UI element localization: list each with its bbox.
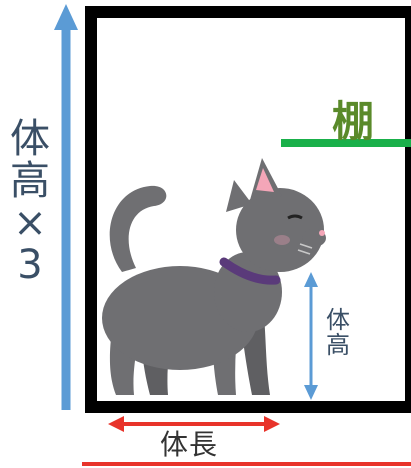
cat-height-char-2: 高 (326, 331, 350, 360)
cat-length-arrow (108, 416, 280, 432)
cat-length-label: 体長 (160, 428, 219, 461)
shelf-label: 棚 (332, 97, 375, 146)
total-height-arrow (54, 4, 78, 410)
cat-height-arrow (304, 272, 318, 400)
cat-height-char-1: 体 (326, 306, 350, 334)
total-height-char-4: 3 (17, 242, 43, 288)
total-height-label: 体 高 × 3 (0, 118, 60, 286)
cat-height-label: 体 高 (318, 306, 358, 360)
total-height-char-1: 体 (10, 116, 50, 162)
total-height-char-2: 高 (10, 158, 50, 204)
frame-box (85, 6, 411, 413)
cat-icon (102, 158, 326, 395)
total-height-char-3: × (13, 200, 47, 246)
